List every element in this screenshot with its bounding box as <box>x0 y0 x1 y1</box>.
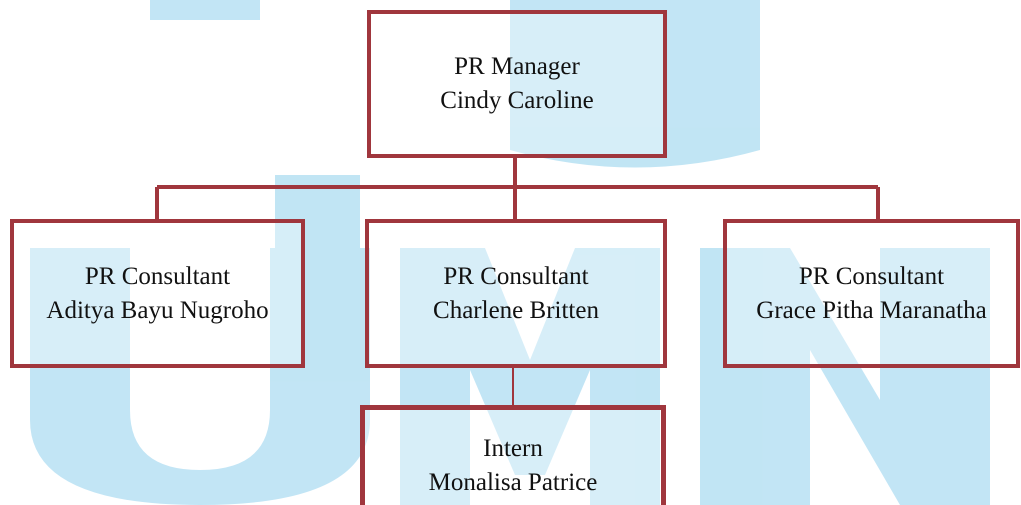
intern-title: Intern <box>483 435 543 462</box>
consultant-1-name: Aditya Bayu Nugroho <box>46 296 269 324</box>
consultant-3-title: PR Consultant <box>798 262 945 290</box>
consultant-box-2: PR Consultant Charlene Britten <box>365 219 667 368</box>
consultant-box-1: PR Consultant Aditya Bayu Nugroho <box>10 219 305 368</box>
consultant-2-name: Charlene Britten <box>433 296 599 324</box>
consultant-3-name: Grace Pitha Maranatha <box>756 296 987 324</box>
consultant-1-title: PR Consultant <box>84 262 231 290</box>
manager-box: PR Manager Cindy Caroline <box>367 10 667 158</box>
consultant-box-3: PR Consultant Grace Pitha Maranatha <box>723 219 1020 368</box>
consultant-2-title: PR Consultant <box>443 262 589 290</box>
intern-name: Monalisa Patrice <box>428 469 598 496</box>
manager-name: Cindy Caroline <box>440 87 594 114</box>
manager-title: PR Manager <box>454 53 580 80</box>
intern-box: Intern Monalisa Patrice <box>360 405 666 505</box>
